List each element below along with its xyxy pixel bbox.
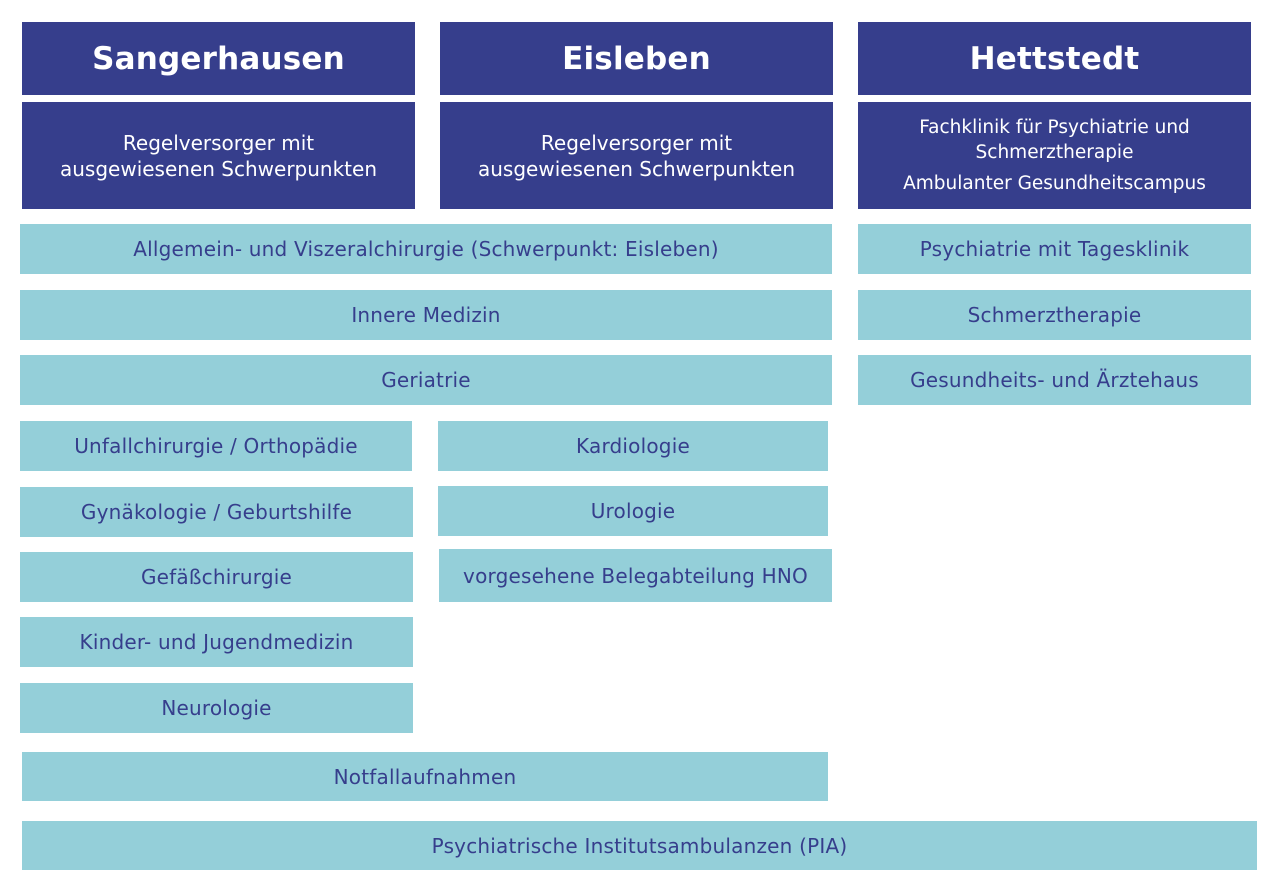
dept-gynaekologie-geburtshilfe: Gynäkologie / Geburtshilfe <box>20 487 413 537</box>
dept-label: Gefäßchirurgie <box>140 565 293 589</box>
dept-label: Allgemein- und Viszeralchirurgie (Schwer… <box>133 237 719 261</box>
profile-line: Schmerztherapie <box>975 142 1134 163</box>
dept-label: Kardiologie <box>576 434 690 458</box>
dept-label: Kinder- und Jugendmedizin <box>79 630 354 654</box>
dept-label: Urologie <box>590 499 676 523</box>
profile-line: Regelversorger mit <box>122 130 315 155</box>
dept-label: Gynäkologie / Geburtshilfe <box>80 500 353 524</box>
dept-innere-medizin: Innere Medizin <box>20 290 832 340</box>
dept-label: Psychiatrische Institutsambulanzen (PIA) <box>431 833 848 858</box>
location-profile-hettstedt: Fachklinik für Psychiatrie und Schmerzth… <box>858 102 1251 209</box>
dept-gesundheits-aerztehaus: Gesundheits- und Ärztehaus <box>858 355 1251 405</box>
location-name: Eisleben <box>562 40 711 77</box>
dept-unfallchirurgie-orthopaedie: Unfallchirurgie / Orthopädie <box>20 421 412 471</box>
dept-label: Innere Medizin <box>351 303 501 327</box>
profile-line-campus: Ambulanter Gesundheitscampus <box>903 173 1206 194</box>
dept-psychiatrische-institutsambulanzen: Psychiatrische Institutsambulanzen (PIA) <box>22 821 1257 870</box>
dept-label: Geriatrie <box>381 368 471 392</box>
dept-neurologie: Neurologie <box>20 683 413 733</box>
dept-gefaesschirurgie: Gefäßchirurgie <box>20 552 413 602</box>
profile-line: ausgewiesenen Schwerpunkten <box>477 156 795 181</box>
profile-line: Fachklinik für Psychiatrie und <box>919 117 1190 138</box>
location-name: Hettstedt <box>969 40 1140 77</box>
dept-kardiologie: Kardiologie <box>438 421 828 471</box>
dept-label: Schmerztherapie <box>967 303 1142 327</box>
location-header-hettstedt: Hettstedt <box>858 22 1251 95</box>
dept-label: Unfallchirurgie / Orthopädie <box>74 434 358 458</box>
location-header-eisleben: Eisleben <box>440 22 833 95</box>
profile-line: ausgewiesenen Schwerpunkten <box>59 156 377 181</box>
dept-label: Neurologie <box>161 696 272 720</box>
location-profile-eisleben: Regelversorger mit ausgewiesenen Schwerp… <box>440 102 833 209</box>
dept-geriatrie: Geriatrie <box>20 355 832 405</box>
dept-kinder-jugendmedizin: Kinder- und Jugendmedizin <box>20 617 413 667</box>
location-header-sangerhausen: Sangerhausen <box>22 22 415 95</box>
dept-notfallaufnahmen: Notfallaufnahmen <box>22 752 828 801</box>
dept-label: Psychiatrie mit Tagesklinik <box>919 237 1190 261</box>
location-name: Sangerhausen <box>92 40 345 77</box>
dept-psychiatrie-tagesklinik: Psychiatrie mit Tagesklinik <box>858 224 1251 274</box>
dept-label: Notfallaufnahmen <box>333 764 517 789</box>
dept-urologie: Urologie <box>438 486 828 536</box>
location-profile-sangerhausen: Regelversorger mit ausgewiesenen Schwerp… <box>22 102 415 209</box>
dept-allgemein-viszeralchirurgie: Allgemein- und Viszeralchirurgie (Schwer… <box>20 224 832 274</box>
profile-line: Regelversorger mit <box>540 130 733 155</box>
dept-belegabteilung-hno: vorgesehene Belegabteilung HNO <box>439 549 832 602</box>
dept-label: vorgesehene Belegabteilung HNO <box>463 563 808 588</box>
dept-schmerztherapie: Schmerztherapie <box>858 290 1251 340</box>
dept-label: Gesundheits- und Ärztehaus <box>910 368 1199 392</box>
